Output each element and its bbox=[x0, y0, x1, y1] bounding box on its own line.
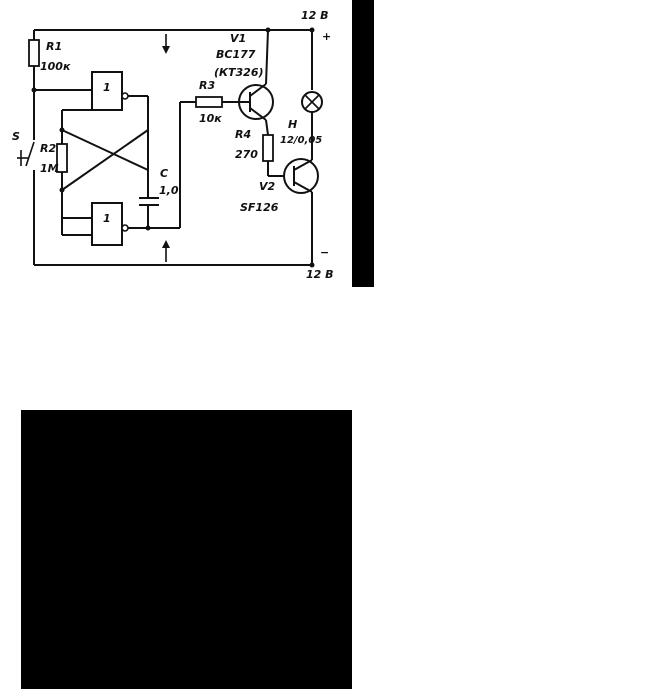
lamp-rating: 12/0,05 bbox=[280, 135, 322, 146]
ground-rail bbox=[34, 262, 315, 268]
transistor-v1 bbox=[238, 27, 274, 136]
arrow-down bbox=[162, 34, 170, 54]
resistor-r2 bbox=[56, 143, 68, 173]
capacitor-value: 1,0 bbox=[159, 184, 179, 197]
logic-gate-bottom bbox=[61, 202, 129, 246]
arrow-up bbox=[162, 240, 170, 262]
switch-s bbox=[17, 140, 39, 170]
transistor-v2 bbox=[283, 118, 319, 265]
gate-top-label: 1 bbox=[103, 81, 111, 94]
resistor-r1 bbox=[28, 39, 40, 67]
r3-value: 10к bbox=[199, 112, 222, 125]
r4-ref: R4 bbox=[235, 128, 251, 141]
capacitor-ref: C bbox=[160, 167, 168, 180]
logic-gate-top bbox=[62, 71, 129, 111]
v1-ref: V1 bbox=[230, 32, 246, 45]
v2-ref: V2 bbox=[259, 180, 276, 193]
capacitor-c bbox=[139, 170, 159, 228]
top-voltage-label: 12 B bbox=[301, 9, 329, 22]
r3-ref: R3 bbox=[199, 79, 215, 92]
minus-label: − bbox=[320, 246, 329, 259]
positive-rail bbox=[34, 27, 315, 90]
bottom-voltage-label: 12 B bbox=[306, 268, 334, 281]
black-edge-bar bbox=[352, 0, 374, 287]
switch-ref: S bbox=[12, 130, 20, 143]
black-image-block bbox=[21, 410, 352, 689]
r4-value: 270 bbox=[235, 148, 258, 161]
gate-bottom-label: 1 bbox=[103, 212, 111, 225]
v2-part: SF126 bbox=[240, 201, 279, 214]
lamp-ref: H bbox=[288, 118, 297, 131]
v1-part: BC177 bbox=[216, 48, 256, 61]
r2-value: 1M bbox=[40, 162, 59, 175]
r2-ref: R2 bbox=[40, 142, 56, 155]
lamp-h bbox=[301, 91, 323, 118]
v1-alt-part: (КТ326) bbox=[214, 66, 264, 79]
r1-ref: R1 bbox=[46, 40, 62, 53]
plus-label: + bbox=[322, 30, 331, 43]
r1-value: 100к bbox=[40, 60, 71, 73]
cross-coupling bbox=[59, 95, 149, 218]
resistor-r3 bbox=[195, 96, 240, 108]
circuit-schematic: 12 B + − 12 B R1 100к R2 1M R3 10к R4 27… bbox=[12, 9, 334, 281]
